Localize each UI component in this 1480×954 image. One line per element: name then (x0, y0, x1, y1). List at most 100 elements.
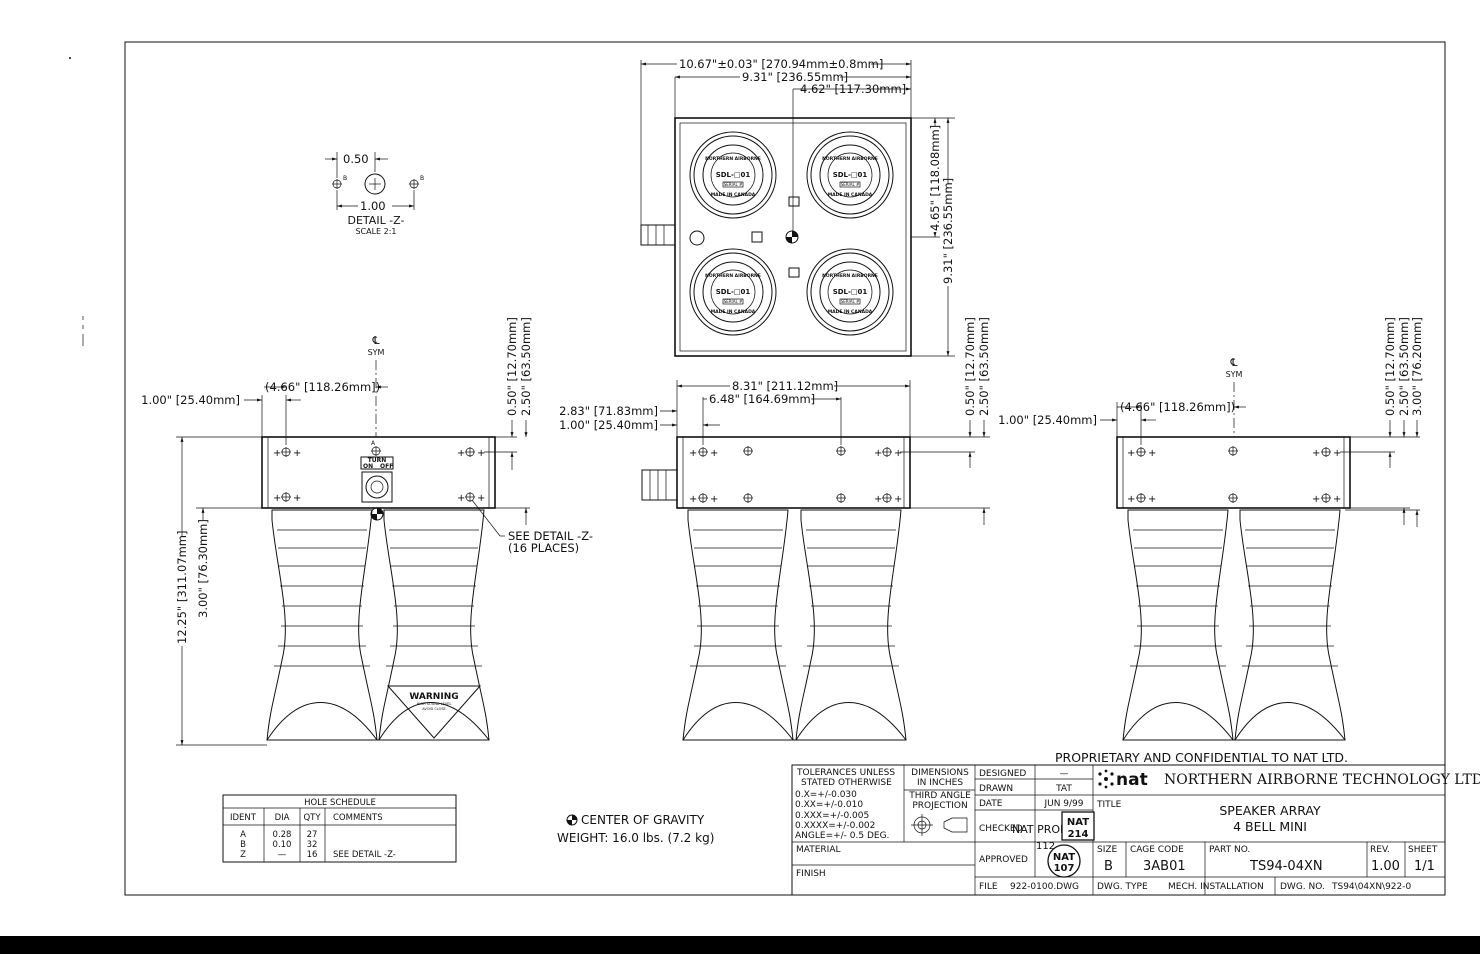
warning-line2: AVOID CLOSE (422, 707, 446, 711)
hole-row-z-dia: — (278, 850, 287, 860)
hole-schedule-header-qty: QTY (303, 813, 321, 823)
tol-line-4: 0.XX=+/-0.010 (795, 800, 863, 810)
tol-line-5: 0.XXX=+/-0.005 (795, 811, 869, 821)
module-label-bl: SDL-□01 (716, 288, 751, 296)
front-connector (361, 471, 393, 503)
designed-label: DESIGNED (979, 769, 1026, 779)
rear-dim-left: 1.00" [25.40mm] (998, 413, 1097, 427)
tol-line-6: 0.XXXX=+/-0.002 (795, 821, 875, 831)
svg-text:+: + (874, 448, 882, 459)
front-view: + + + + + + + + A TURN ON OFF (141, 317, 593, 746)
svg-text:+: + (457, 448, 465, 459)
side-connector (641, 469, 678, 501)
module-serial-br: SERIAL # (841, 299, 860, 304)
callout-places: (16 PLACES) (508, 541, 579, 555)
dimensions-line-2: IN INCHES (917, 778, 963, 788)
callout-see-detail: SEE DETAIL -Z- (508, 529, 593, 543)
rear-view: + + + + + + + + ℄ (998, 317, 1424, 741)
company-name: NORTHERN AIRBORNE TECHNOLOGY LTD. (1164, 772, 1480, 788)
rev-value: 1.00 (1371, 859, 1400, 874)
side-view: + + + + + + + + (559, 317, 991, 741)
size-value: B (1104, 859, 1113, 874)
stamp-b-note: 112 (1036, 841, 1055, 852)
svg-text:+: + (477, 493, 485, 504)
rear-dim-r2: 2.50" [63.50mm] (1397, 317, 1411, 416)
hole-schedule-header-ident: IDENT (230, 813, 257, 823)
dim-right-full: 9.31" [236.55mm] (941, 178, 955, 284)
dim-overall-width: 10.67"±0.03" [270.94mm±0.8mm] (679, 57, 883, 71)
tol-line-1: TOLERANCES UNLESS (796, 768, 895, 778)
front-screw-tl: + (273, 448, 281, 459)
front-dim-right-small: 0.50" [12.70mm] (505, 317, 519, 416)
module-label-tl: SDL-□01 (716, 171, 751, 179)
svg-text:+: + (477, 448, 485, 459)
svg-text:+: + (457, 493, 465, 504)
hole-schedule-header-dia: DIA (275, 813, 290, 823)
company-logo-text: nat (1116, 770, 1148, 790)
nat-logo-icon (1098, 769, 1114, 789)
svg-text:+: + (689, 494, 697, 505)
projection-line-1: THIRD ANGLE (908, 791, 971, 801)
front-hole-tag: A (371, 440, 376, 447)
rear-dim-r1: 0.50" [12.70mm] (1383, 317, 1397, 416)
part-label: PART NO. (1209, 845, 1250, 855)
front-dim-left: 1.00" [25.40mm] (141, 393, 240, 407)
side-dim-overall: 8.31" [211.12mm] (732, 379, 838, 393)
front-dim-center: (4.66" [118.26mm]) (265, 380, 380, 394)
date-value: JUN 9/99 (1043, 799, 1083, 809)
rear-dim-center: (4.66" [118.26mm]) (1120, 400, 1235, 414)
rear-dim-r3: 3.00" [76.20mm] (1410, 317, 1424, 416)
stamp-nat-107 (1047, 844, 1081, 878)
file-value: 922-0100.DWG (1010, 882, 1079, 892)
module-ring-top-bl: NORTHERN AIRBORNE (705, 273, 761, 279)
stamp-a-bottom: 214 (1068, 829, 1089, 840)
side-dim-inner: 6.48" [164.69mm] (709, 392, 815, 406)
svg-text:+: + (1333, 494, 1341, 505)
designed-value: — (1060, 769, 1069, 779)
stamp-a-top: NAT (1067, 817, 1089, 828)
dim-top-half: 4.62" [117.30mm] (800, 82, 906, 96)
title-line-1: SPEAKER ARRAY (1219, 803, 1321, 818)
cage-label: CAGE CODE (1130, 845, 1184, 855)
module-serial-bl: SERIAL # (724, 299, 743, 304)
rear-view-housing (1116, 436, 1351, 509)
dwg-no-label: DWG. NO. (1280, 882, 1325, 892)
svg-text:+: + (1127, 494, 1135, 505)
module-label-tr: SDL-□01 (833, 171, 868, 179)
svg-text:+: + (894, 494, 902, 505)
detail-z-hole-tag-right: B (420, 175, 424, 182)
drawing-border (124, 41, 1446, 896)
hole-schedule: HOLE SCHEDULE IDENT DIA QTY COMMENTS A 0… (222, 794, 457, 863)
hole-row-a-ident: A (240, 830, 246, 840)
dim-right-half: 4.65" [118.08mm] (928, 125, 942, 231)
svg-text:+: + (293, 493, 301, 504)
switch-label: TURN (368, 457, 387, 464)
top-view: SDL-□01 SDL-□01 SDL-□01 SDL-□01 SERIAL #… (640, 57, 955, 357)
tol-line-3: 0.X=+/-0.030 (795, 790, 857, 800)
sheet-label: SHEET (1408, 845, 1438, 855)
size-label: SIZE (1097, 845, 1118, 855)
cog-weight: WEIGHT: 16.0 lbs. (7.2 kg) (557, 831, 714, 845)
module-ring-bottom-br: MADE IN CANADA (828, 309, 873, 315)
module-ring-top-tr: NORTHERN AIRBORNE (822, 156, 878, 162)
title-line-2: 4 BELL MINI (1233, 819, 1307, 834)
svg-text:+: + (710, 494, 718, 505)
front-dim-height: 12.25" [311.07mm] (175, 531, 189, 644)
module-serial-tl: SERIAL # (724, 182, 743, 187)
front-horn-left (266, 509, 378, 741)
dimensions-line-1: DIMENSIONS (911, 768, 969, 778)
svg-text:+: + (293, 448, 301, 459)
hole-row-b-ident: B (240, 840, 246, 850)
hole-schedule-title: HOLE SCHEDULE (304, 798, 376, 808)
rear-horn-right (1234, 509, 1346, 741)
front-sym-label: SYM (368, 348, 385, 357)
finish-label: FINISH (796, 869, 826, 879)
rear-horn-ribs (1130, 529, 1338, 667)
svg-text:+: + (1148, 494, 1156, 505)
module-ring-bottom-tr: MADE IN CANADA (828, 192, 873, 198)
front-horn-ribs (274, 529, 482, 667)
detail-z-dim-bottom: 1.00 (360, 199, 386, 213)
rev-label: REV. (1370, 845, 1390, 855)
svg-text:+: + (1312, 494, 1320, 505)
